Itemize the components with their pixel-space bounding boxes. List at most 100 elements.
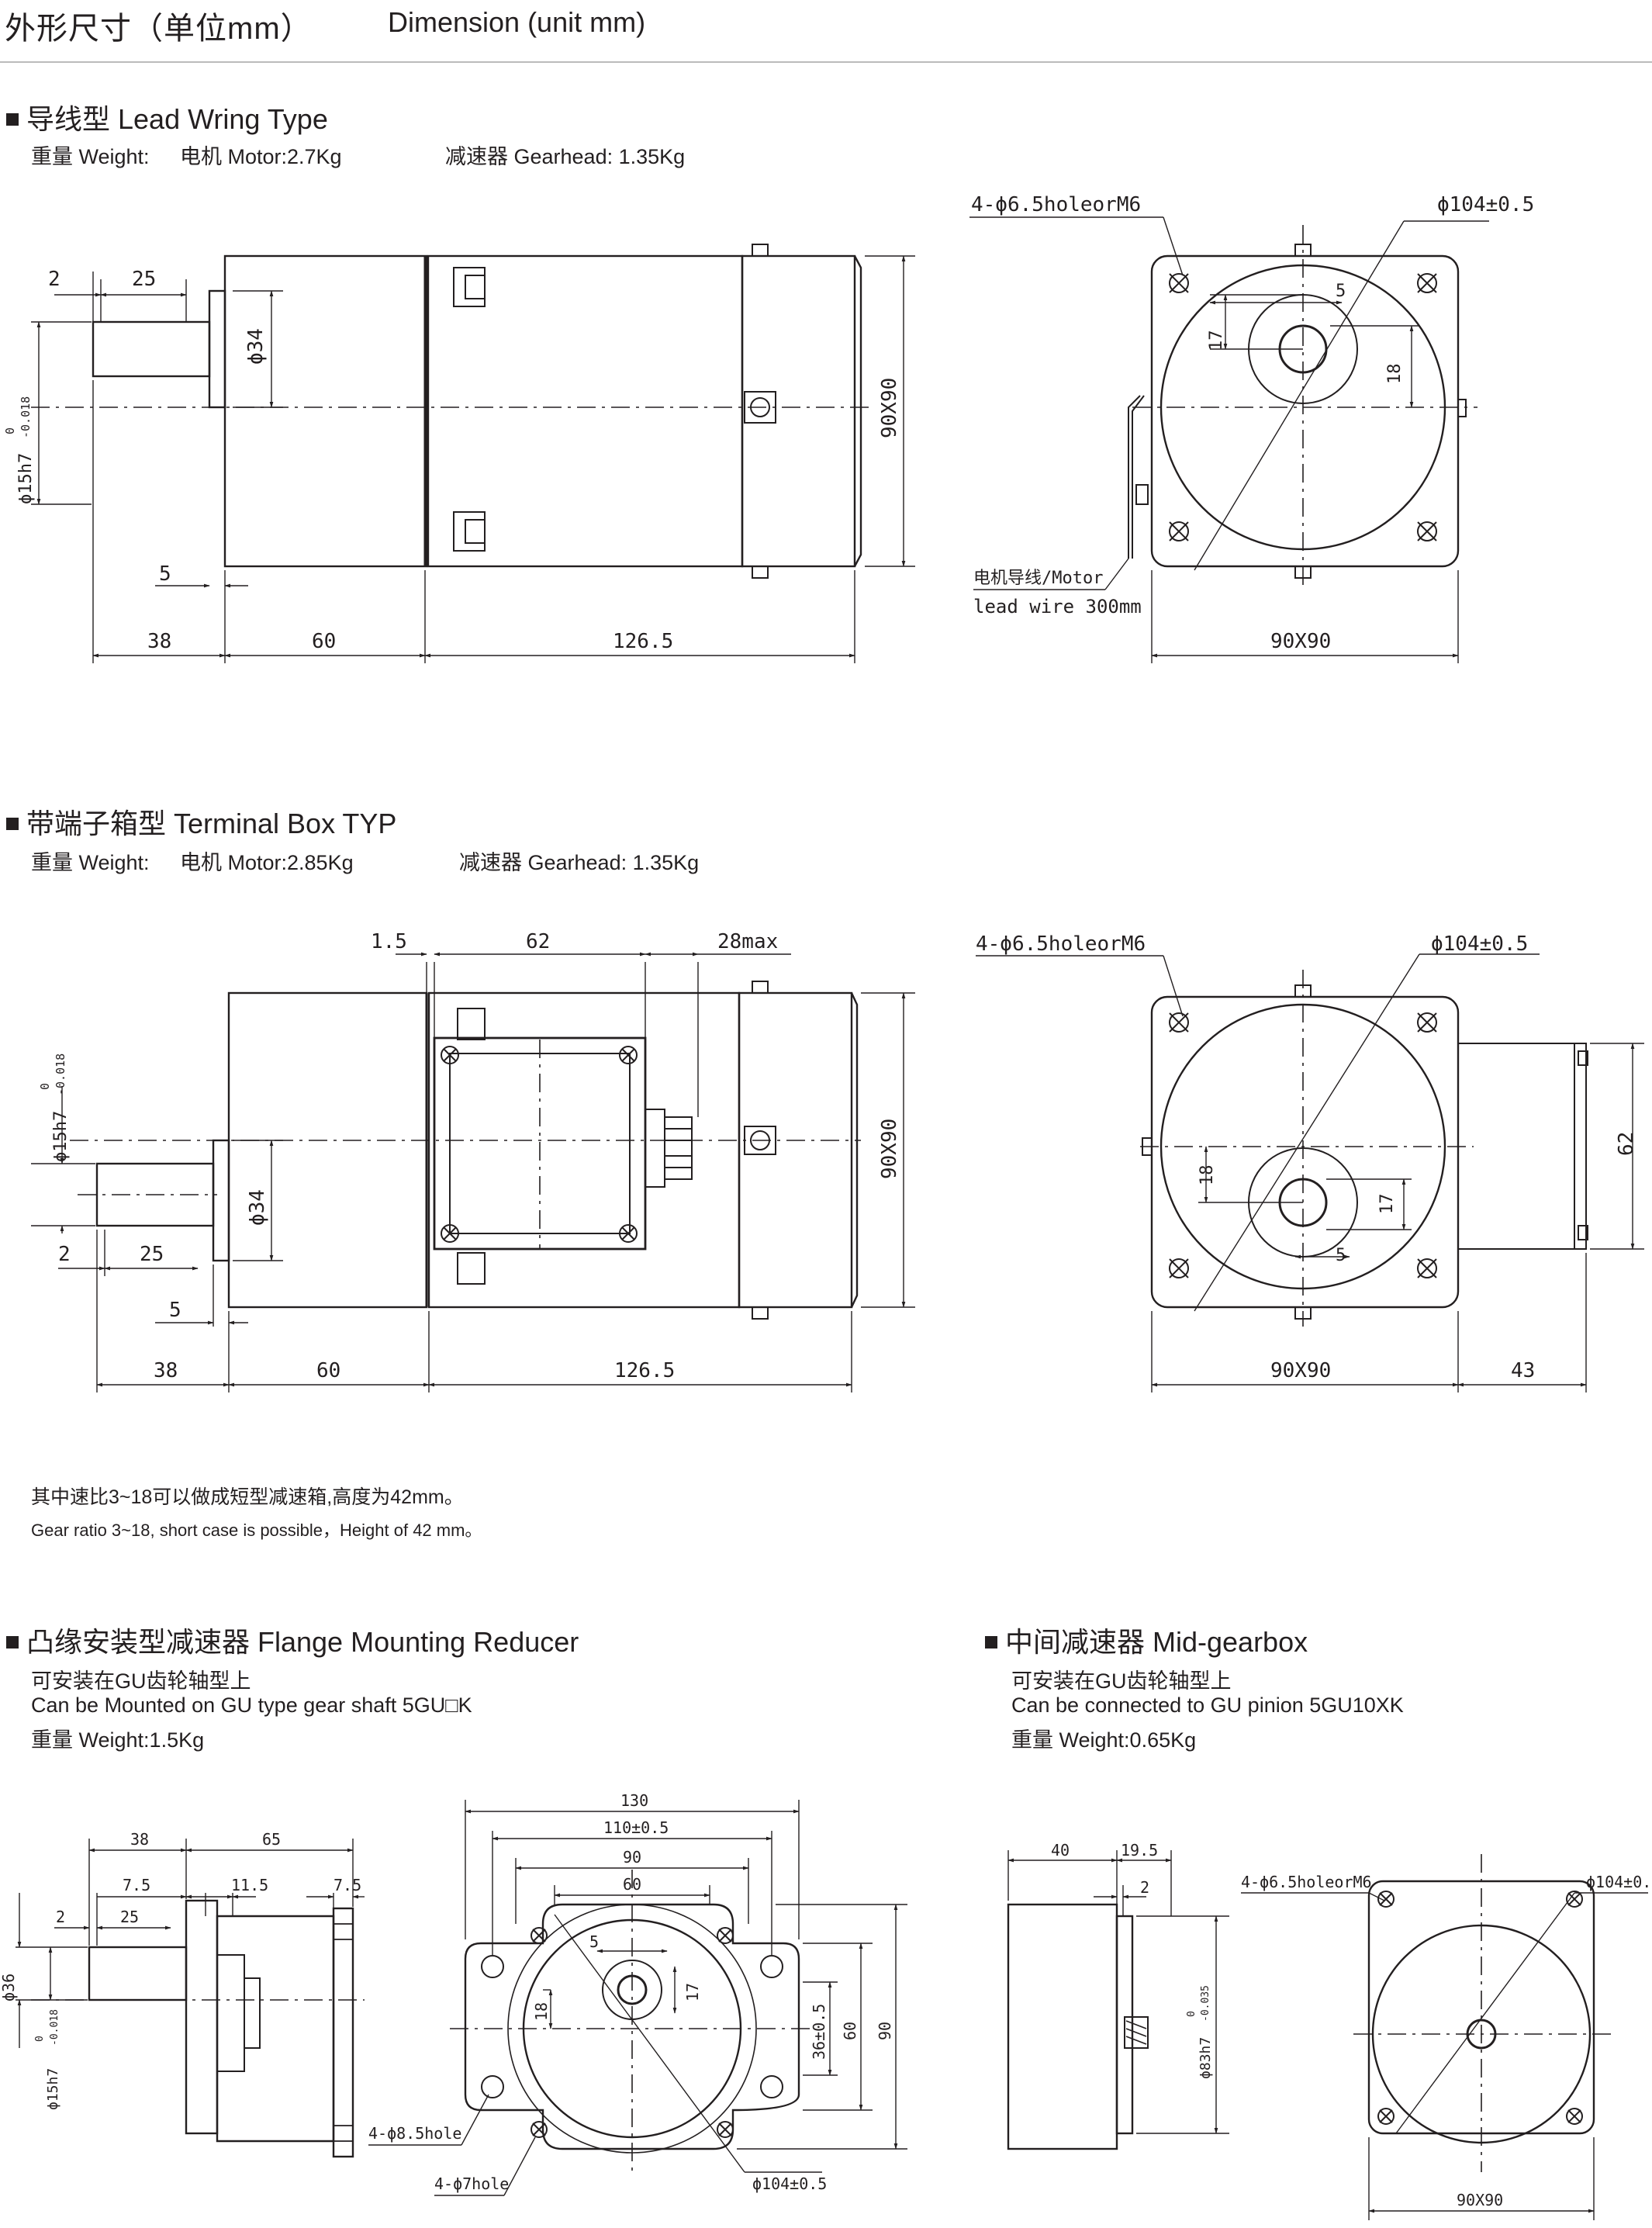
lead-dim-tol-top: 0: [3, 427, 17, 434]
lead-dim-shaft: ϕ15h7: [16, 453, 36, 504]
flange-dim-11-5: 11.5: [231, 1876, 268, 1894]
terminal-front-view: [976, 953, 1644, 1392]
terminal-dim-126-5: 126.5: [614, 1359, 675, 1382]
lead-dim-90x90-front: 90X90: [1270, 630, 1331, 653]
lead-dim-pcd: ϕ104±0.5: [1437, 193, 1534, 216]
mid-dim-pcd: ϕ104±0.5: [1586, 1873, 1652, 1891]
flange-dim-65: 65: [262, 1830, 281, 1849]
flange-dim-25: 25: [120, 1908, 139, 1926]
mid-dim-40: 40: [1051, 1841, 1070, 1860]
flange-dim-k5: 5: [589, 1932, 599, 1951]
terminal-weight-label: 重量 Weight:: [31, 851, 150, 874]
terminal-dim-phi34: ϕ34: [246, 1189, 269, 1226]
flange-dim-60: 60: [623, 1875, 641, 1894]
mid-dim-tol-top: 0: [1186, 2011, 1198, 2017]
lead-dim-k5: 5: [1336, 282, 1346, 301]
section-title-mid: 中间减速器 Mid-gearbox: [985, 1620, 1308, 1660]
section-title-lead: 导线型 Lead Wring Type: [6, 97, 328, 137]
lead-weight-label: 重量 Weight:: [31, 145, 150, 168]
lead-dim-126-5: 126.5: [613, 630, 673, 653]
mid-dim-19-5: 19.5: [1121, 1841, 1158, 1860]
terminal-dim-shaft: ϕ15h7: [51, 1111, 71, 1162]
terminal-dim-43: 43: [1511, 1359, 1535, 1382]
note-cn: 其中速比3~18可以做成短型减速箱,高度为42mm。: [31, 1486, 464, 1508]
mid-line1: 可安装在GU齿轮轴型上: [1011, 1669, 1232, 1693]
terminal-side-view: [31, 952, 915, 1392]
lead-front-view: [969, 216, 1489, 663]
mid-dim-holes: 4-ϕ6.5holeorM6: [1241, 1873, 1372, 1891]
flange-dim-130: 130: [620, 1791, 648, 1810]
mid-dim-90x90: 90X90: [1457, 2191, 1503, 2209]
lead-dim-k18: 18: [1385, 364, 1405, 385]
lead-motor-weight: 电机 Motor:2.7Kg: [180, 145, 342, 168]
mid-dim-shaft: ϕ83h7: [1198, 2037, 1214, 2079]
bullet-square-icon: [6, 818, 19, 830]
terminal-dim-25: 25: [140, 1243, 164, 1266]
terminal-dim-tol-top: 0: [38, 1083, 52, 1090]
lead-dim-k17: 17: [1207, 330, 1226, 351]
lead-dim-2: 2: [48, 268, 60, 291]
flange-dim-110: 110±0.5: [603, 1818, 669, 1837]
flange-dim-tol-top: 0: [34, 2036, 46, 2042]
flange-dim-7hole: 4-ϕ7hole: [434, 2174, 509, 2193]
flange-dim-90-vertical: 90: [876, 2022, 894, 2040]
lead-wire-label-cn: 电机导线/Motor: [973, 569, 1103, 588]
note-en: Gear ratio 3~18, short case is possible，…: [31, 1521, 482, 1540]
flange-dim-shaft: ϕ15h7: [45, 2068, 61, 2110]
mid-dim-2: 2: [1140, 1878, 1149, 1897]
flange-dim-7-5b: 7.5: [334, 1876, 361, 1894]
bullet-square-icon: [6, 113, 19, 126]
section-title-flange: 凸缘安装型减速器 Flange Mounting Reducer: [6, 1620, 579, 1660]
lead-dim-phi34: ϕ34: [244, 328, 268, 365]
terminal-dim-2: 2: [58, 1243, 71, 1266]
flange-weight: 重量 Weight:1.5Kg: [31, 1728, 205, 1752]
flange-dim-k18: 18: [532, 2002, 551, 2021]
lead-dim-90x90-side: 90X90: [878, 378, 901, 438]
terminal-motor-weight: 电机 Motor:2.85Kg: [180, 851, 354, 874]
flange-dim-60-vertical: 60: [841, 2022, 859, 2040]
bullet-square-icon: [985, 1636, 997, 1649]
terminal-dim-60: 60: [316, 1359, 340, 1382]
terminal-dim-k18: 18: [1198, 1165, 1217, 1186]
lead-dim-38: 38: [147, 630, 171, 653]
terminal-dim-90x90-front: 90X90: [1270, 1359, 1331, 1382]
terminal-dim-62: 62: [526, 930, 550, 953]
terminal-gearhead-weight: 减速器 Gearhead: 1.35Kg: [459, 851, 700, 874]
bullet-square-icon: [6, 1636, 19, 1649]
lead-dim-25: 25: [132, 268, 156, 291]
lead-dim-tol-bot: -0.018: [19, 396, 33, 438]
flange-front-view: [368, 1800, 907, 2196]
flange-dim-7-5a: 7.5: [123, 1876, 150, 1894]
section-title-terminal: 带端子箱型 Terminal Box TYP: [6, 801, 396, 842]
flange-dim-phi36: ϕ36: [0, 1974, 18, 2001]
terminal-dim-90x90-side: 90X90: [878, 1119, 901, 1179]
flange-line2: Can be Mounted on GU type gear shaft 5GU…: [31, 1693, 472, 1717]
flange-side-view: [16, 1839, 365, 2158]
terminal-dim-k5: 5: [1336, 1246, 1346, 1265]
terminal-dim-holes: 4-ϕ6.5holeorM6: [976, 932, 1146, 956]
terminal-dim-38: 38: [154, 1359, 178, 1382]
terminal-dim-28max: 28max: [717, 930, 778, 953]
flange-dim-2: 2: [56, 1908, 65, 1926]
terminal-dim-5: 5: [169, 1299, 181, 1322]
mid-front-view: [1241, 1854, 1648, 2220]
lead-gearhead-weight: 减速器 Gearhead: 1.35Kg: [445, 145, 686, 168]
flange-line1: 可安装在GU齿轮轴型上: [31, 1669, 251, 1693]
lead-side-view: [31, 244, 915, 663]
page-title: 外形尺寸（单位mm）: [5, 12, 313, 46]
lead-dim-5: 5: [159, 562, 171, 586]
flange-dim-tol-bot: -0.018: [49, 2009, 60, 2046]
flange-dim-k17: 17: [683, 1983, 702, 2001]
flange-dim-8-5hole: 4-ϕ8.5hole: [368, 2124, 461, 2143]
page-subtitle: Dimension (unit mm): [388, 6, 646, 38]
mid-line2: Can be connected to GU pinion 5GU10XK: [1011, 1693, 1404, 1717]
terminal-dim-pcd: ϕ104±0.5: [1431, 932, 1528, 956]
mid-dim-tol-bot: -0.035: [1200, 1985, 1211, 2022]
flange-dim-36-vertical: 36±0.5: [810, 2004, 828, 2060]
flange-dim-pcd: ϕ104±0.5: [752, 2174, 827, 2193]
flange-dim-90: 90: [623, 1848, 641, 1866]
mid-weight: 重量 Weight:0.65Kg: [1011, 1728, 1197, 1752]
lead-dim-60: 60: [312, 630, 336, 653]
lead-dim-holes: 4-ϕ6.5holeorM6: [971, 193, 1141, 216]
